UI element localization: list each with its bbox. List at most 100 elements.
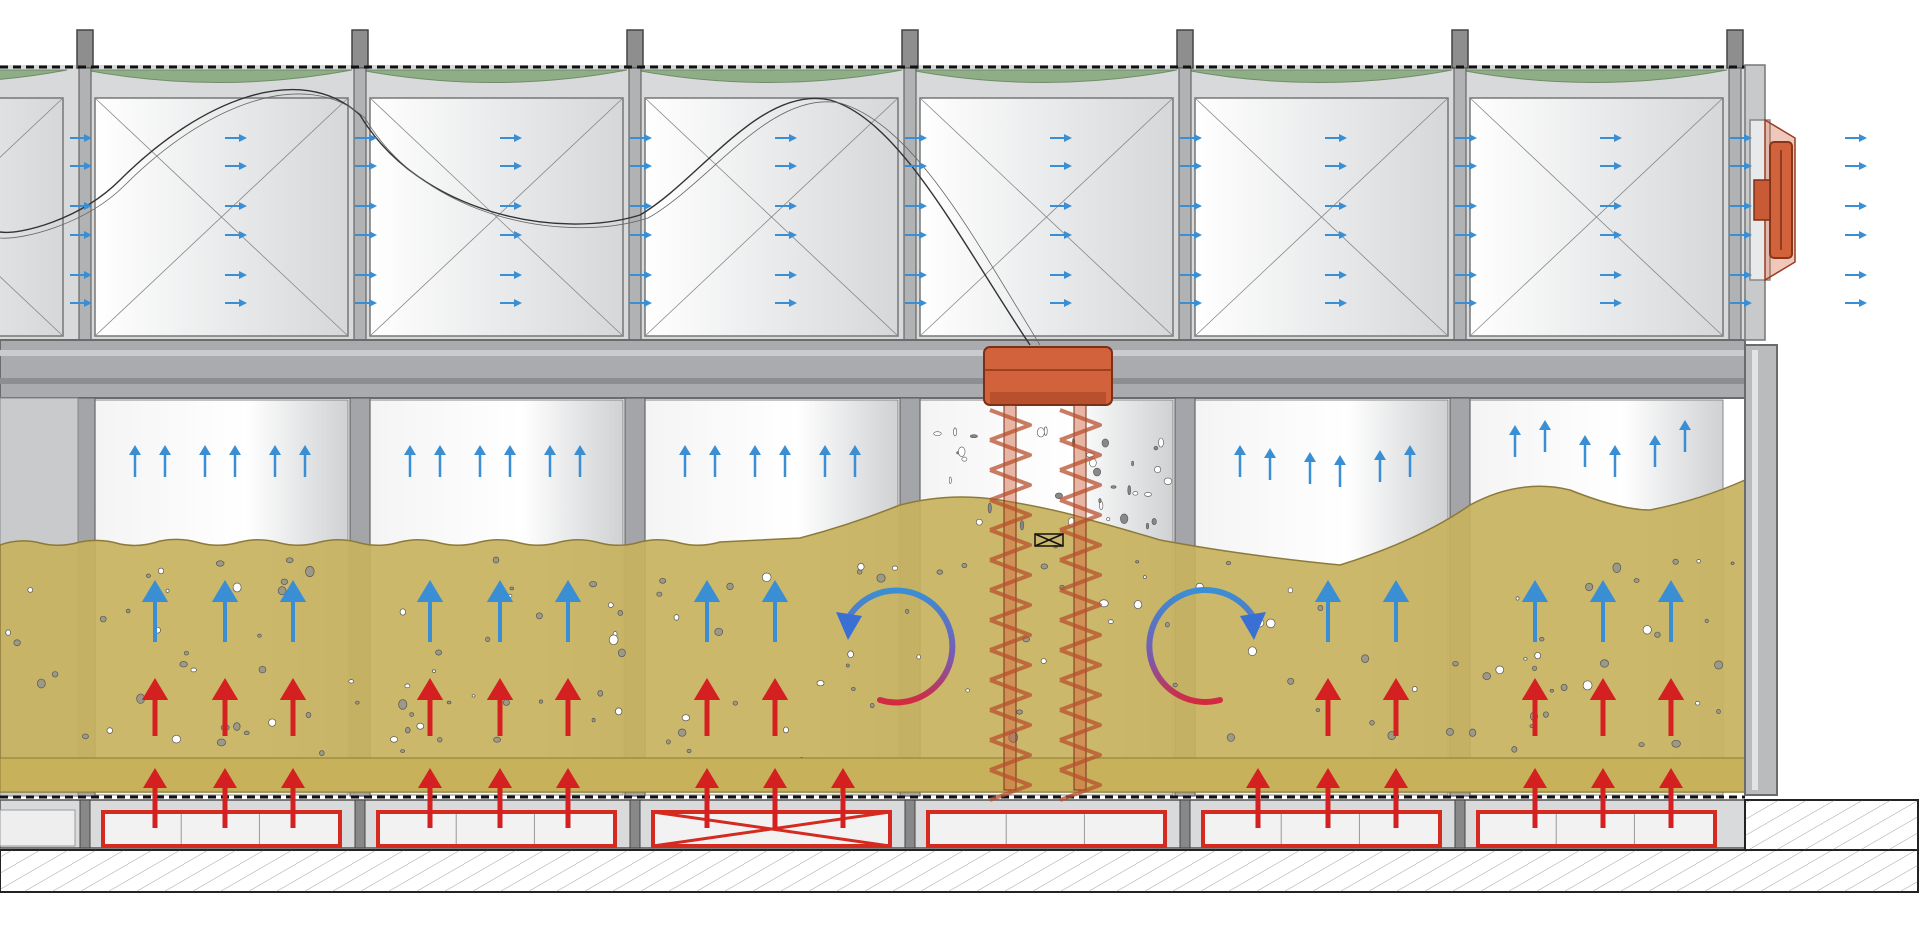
particle [446,700,452,705]
particle [1716,709,1721,714]
airflow-arrow-right [70,134,92,142]
particle [355,700,360,705]
airflow-arrow-right [630,231,652,239]
main-beam [0,339,1746,399]
particle [1040,563,1049,570]
airflow-arrow-right [1180,202,1202,210]
x-braced-panel [84,69,353,337]
air-up-arrow-red [1314,678,1342,736]
air-up-arrow-red [416,678,444,736]
particle [1515,596,1520,601]
particle [398,699,408,710]
airflow-arrow-right [1845,202,1867,210]
particle [157,567,165,575]
airflow-arrow-right [1050,134,1072,142]
particle [145,573,151,578]
particle [538,699,543,704]
particle [416,722,425,730]
frame-post [1451,29,1469,341]
particle [305,712,312,718]
airflow-arrow-right [905,162,927,170]
air-up-arrow-floor [213,768,237,828]
membrane-sag [359,69,628,83]
air-up-arrow-small [749,445,761,477]
particle [1361,654,1370,663]
floor-duct-icon [376,810,617,848]
air-up-arrow-small [1509,425,1521,457]
air-up-arrow-small [819,445,831,477]
airflow-arrow-right [225,231,247,239]
airflow-arrow-right [1180,271,1202,279]
particle [686,748,692,754]
particle [437,737,443,743]
membrane-sag [1184,69,1453,83]
x-braced-panel [909,69,1178,337]
frame-post [1726,29,1744,341]
particle [673,614,680,621]
particle [1638,742,1645,747]
air-up-arrow-small [1539,420,1551,452]
air-up-arrow-floor [1523,768,1547,828]
particle [305,566,315,577]
particle [714,627,724,636]
particle [1642,625,1652,635]
particle [1043,426,1048,436]
air-up-arrow-blue [1382,580,1410,642]
particle [509,586,515,591]
particle [493,736,501,743]
airflow-arrow-right [355,202,377,210]
x-braced-panel [1184,69,1453,337]
particle [277,586,287,596]
particle [876,573,886,583]
particle [916,654,921,660]
air-up-arrow-blue [416,580,444,642]
airflow-arrow-right [775,231,797,239]
frame-post [1176,29,1194,341]
power-cable-2 [0,93,1041,346]
airflow-arrow-right [500,231,522,239]
airflow-arrow-right [1325,271,1347,279]
frame-post [901,29,919,341]
particle [435,649,442,656]
air-up-arrow-red [141,678,169,736]
particle [36,678,46,689]
particle [1549,689,1554,693]
particle [1037,427,1045,438]
airflow-arrow-right [1600,162,1622,170]
membrane-sag [909,69,1178,83]
air-up-arrow-blue [693,580,721,642]
air-up-arrow-red [554,678,582,736]
particle [5,629,11,636]
airflow-arrow-right [225,271,247,279]
air-up-arrow-floor [281,768,305,828]
airflow-arrow-right [1845,134,1867,142]
airflow-arrow-right [225,202,247,210]
airflow-arrow-right [1730,162,1752,170]
particle [106,727,114,734]
particle [1135,560,1140,564]
particle [948,476,952,484]
airflow-arrow-right [1600,134,1622,142]
airflow-arrow-right [500,271,522,279]
airflow-arrow-right [905,231,927,239]
power-cable [0,88,1031,346]
particle [190,667,197,673]
airflow-arrow-right [70,231,92,239]
floor-duct-icon [1201,810,1442,848]
particle [51,671,59,678]
air-up-arrow-small [1609,445,1621,477]
air-up-arrow-small [199,445,211,477]
air-up-arrow-small [159,445,171,477]
air-up-arrow-blue [1314,580,1342,642]
particle [1714,660,1724,670]
airflow-arrow-right [355,231,377,239]
particle [409,712,415,717]
particle [399,608,406,616]
particle [961,456,968,462]
particle [816,680,825,687]
air-up-arrow-small [1404,445,1416,477]
airflow-arrow-right [1845,162,1867,170]
concrete-foundation [0,799,1919,893]
membrane-sag [1459,69,1728,83]
particle [857,563,865,571]
